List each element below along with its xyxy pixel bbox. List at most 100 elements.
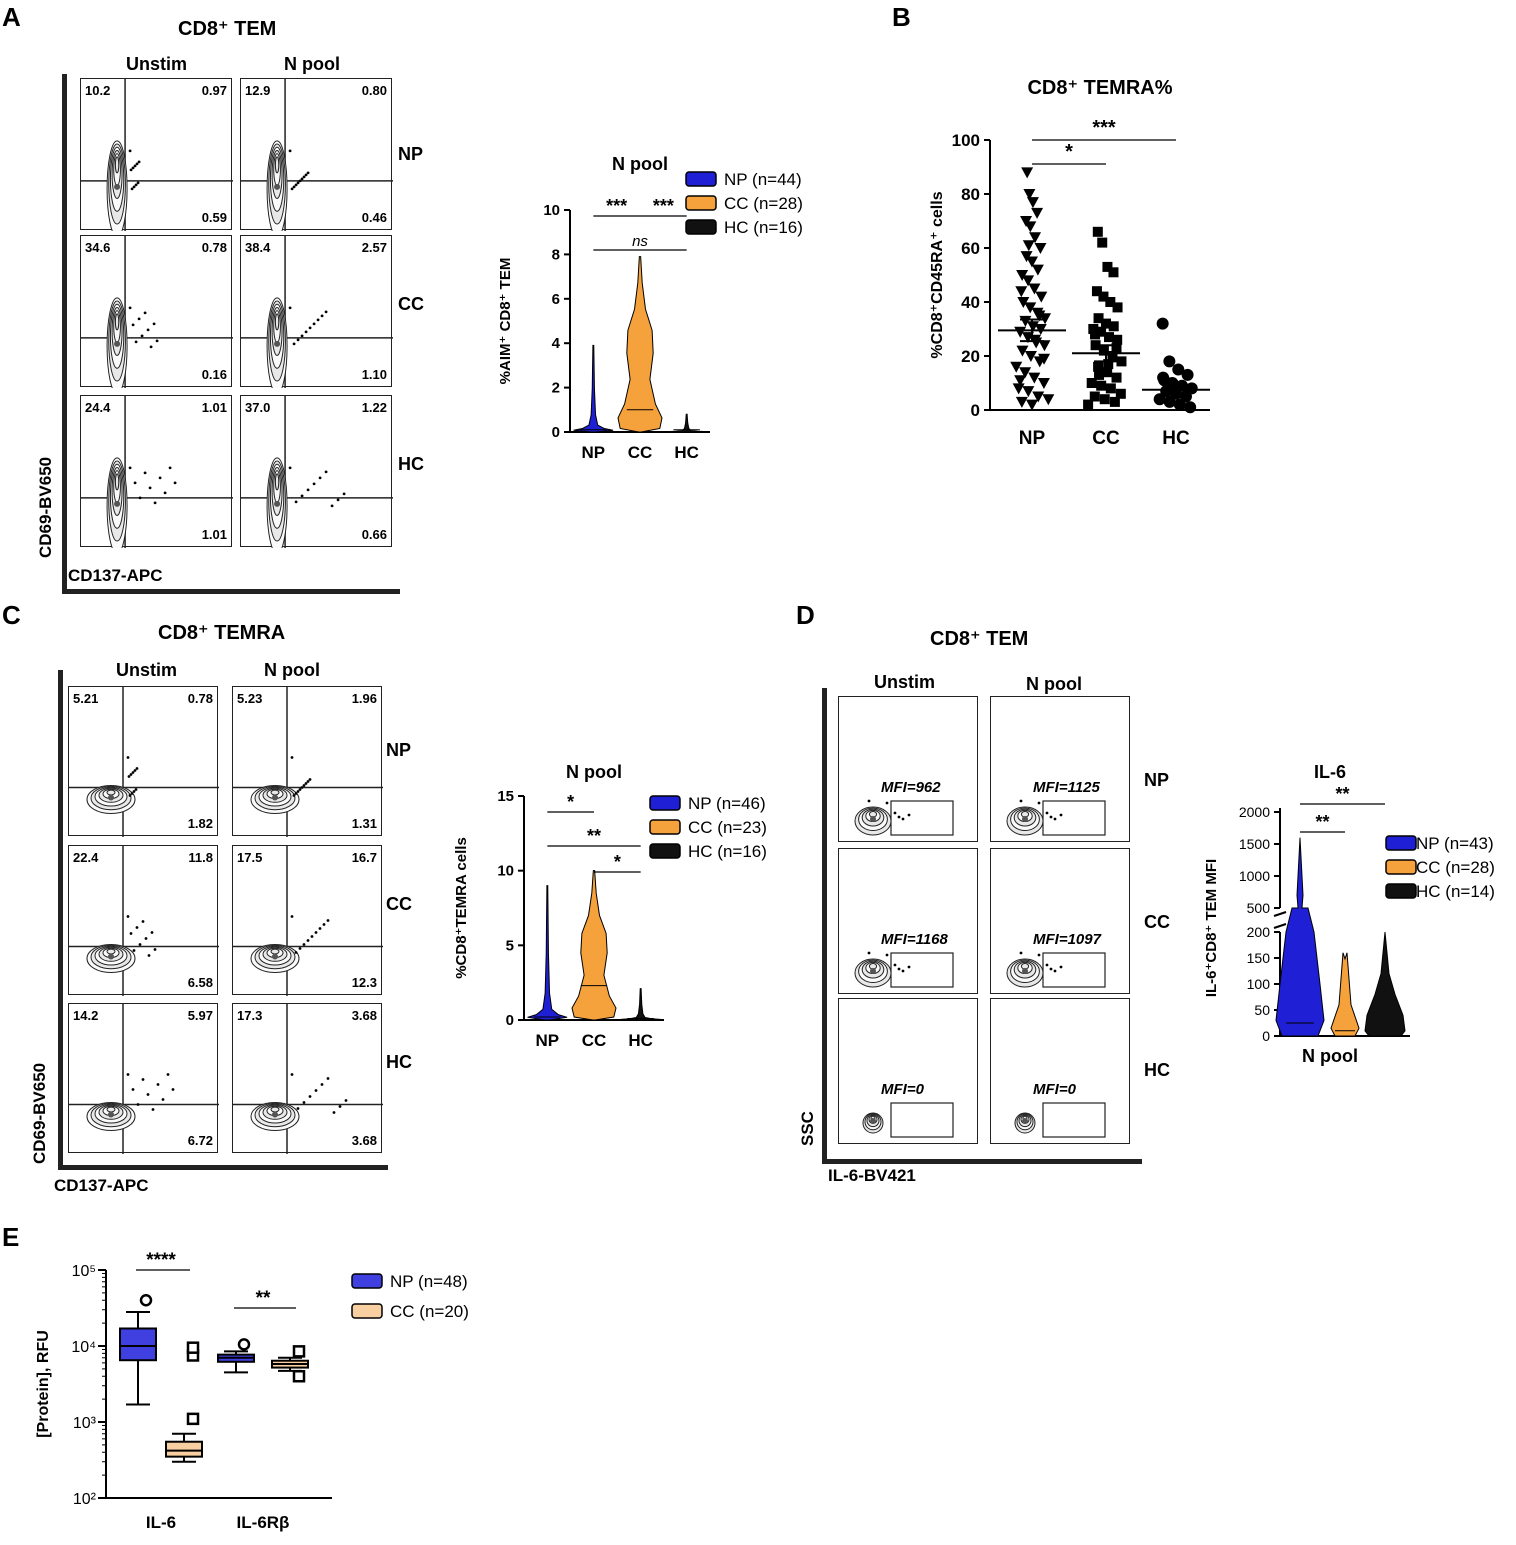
data-point [1098, 345, 1109, 356]
data-point [1181, 368, 1194, 381]
significance-label: ns [632, 233, 648, 250]
data-point [1014, 375, 1027, 387]
y-tick-label: 8 [552, 246, 560, 263]
violin-hc [620, 988, 661, 1021]
contour-population [250, 785, 300, 814]
flow-plot-svg [81, 236, 233, 388]
event-dots [126, 1073, 175, 1111]
data-point [1102, 261, 1113, 272]
contour-population [862, 1112, 884, 1134]
data-point [1022, 386, 1035, 398]
data-point [1096, 380, 1107, 391]
data-point [1098, 291, 1109, 302]
legend-swatch [351, 1273, 383, 1289]
significance-label: * [567, 792, 574, 812]
outlier [139, 1293, 153, 1307]
y-tick-label: 60 [961, 239, 980, 258]
significance-label: ** [587, 826, 601, 846]
data-point [1097, 237, 1108, 248]
y-tick-label: 50 [1254, 1002, 1270, 1018]
y-tick-label: 5 [506, 937, 514, 954]
significance-label: ** [1315, 812, 1329, 832]
row-label-np: NP [1144, 770, 1170, 790]
quadrant-ul-value: 5.21 [73, 691, 99, 706]
quadrant-lr-value: 1.01 [201, 527, 227, 542]
iqr-box [119, 1327, 157, 1362]
flow-plot-svg [241, 236, 393, 388]
data-point [1112, 334, 1123, 345]
col-header-unstim: Unstim [116, 660, 178, 680]
y-axis-line [58, 670, 63, 1170]
x-tick-label: CC [1092, 428, 1120, 449]
significance-label: ** [1335, 784, 1349, 804]
y-tick-label: 1500 [1239, 836, 1270, 852]
legend-label: CC (n=28) [724, 194, 803, 213]
flow-plot-svg [69, 846, 219, 996]
data-point [1089, 391, 1100, 402]
flow-plot-svg [1014, 1102, 1106, 1138]
event-dots [867, 799, 911, 821]
box-np-il-6rβ [217, 1338, 255, 1374]
data-point [1031, 207, 1044, 219]
outlier [186, 1341, 200, 1354]
positive-gate [1042, 800, 1106, 836]
col-header-npool: N pool [284, 54, 340, 74]
data-point [1038, 340, 1051, 352]
flow-plot: MFI=1168 [838, 848, 978, 994]
data-point [1107, 351, 1118, 361]
flow-plot: MFI=962 [838, 696, 978, 842]
y-tick-label: 10⁵ [72, 1263, 96, 1280]
box-np-il-6 [119, 1293, 157, 1406]
violin-np [527, 885, 568, 1021]
data-point [1033, 310, 1046, 322]
panel-letter-b: B [892, 2, 911, 32]
row-label-hc: HC [398, 454, 424, 474]
data-point [1012, 383, 1025, 395]
data-point [1024, 351, 1037, 362]
data-point [1010, 361, 1023, 373]
quadrant-ul-value: 38.4 [245, 240, 271, 255]
quadrant-ur-value: 16.7 [351, 850, 377, 865]
violin-hc [1364, 931, 1406, 1037]
x-tick-label: NP [536, 1031, 560, 1050]
data-point [1015, 286, 1028, 298]
legend-label: NP (n=46) [688, 794, 766, 813]
legend-label: HC (n=16) [724, 218, 803, 237]
y-axis-label: %CD8⁺TEMRA cells [453, 837, 470, 979]
data-point [1034, 243, 1047, 254]
panel-a-title: CD8⁺ TEM [178, 18, 277, 40]
contour-population [266, 140, 288, 231]
col-header-unstim: Unstim [126, 54, 188, 74]
data-point [1042, 394, 1055, 406]
y-tick-label: 100 [1247, 976, 1271, 992]
y-tick-label: 10² [73, 1491, 97, 1508]
quadrant-ur-value: 2.57 [361, 240, 387, 255]
data-point [1109, 396, 1120, 407]
quadrant-lr-value: 1.31 [351, 816, 377, 831]
x-tick-label: HC [1162, 428, 1190, 449]
event-dots [288, 306, 328, 346]
y-tick-label: 10³ [73, 1415, 97, 1432]
panel-letter-c: C [2, 600, 21, 630]
significance-label: * [614, 852, 621, 872]
legend-swatch [649, 843, 681, 859]
data-point [1094, 369, 1105, 380]
data-point [1031, 264, 1044, 276]
contour-population [250, 1102, 300, 1131]
quadrant-ur-value: 5.97 [187, 1008, 213, 1023]
x-axis-line [822, 1159, 1142, 1164]
positive-gate [1042, 952, 1106, 988]
y-tick-label: 10⁴ [71, 1339, 96, 1356]
outlier [237, 1338, 251, 1351]
contour-population [106, 457, 128, 548]
outlier [186, 1412, 200, 1426]
violin-cc [571, 870, 617, 1021]
data-point [1019, 367, 1032, 379]
x-axis-label: N pool [1302, 1046, 1358, 1066]
x-tick-label: IL-6Rβ [237, 1513, 290, 1532]
